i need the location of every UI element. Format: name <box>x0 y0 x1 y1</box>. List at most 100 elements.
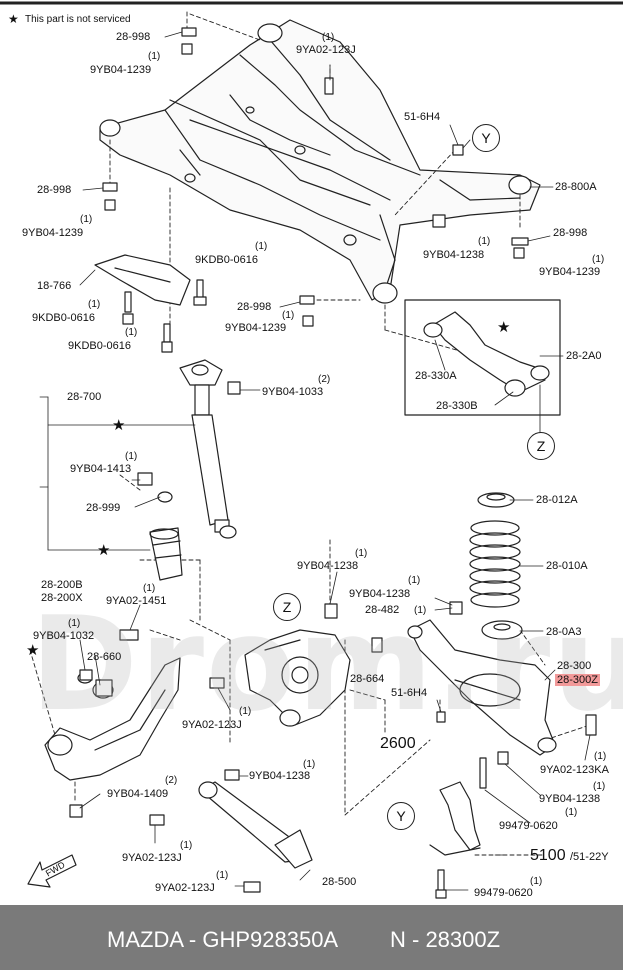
not-serviced-star-1: ★ <box>112 417 126 434</box>
label-9YB04-1032: 9YB04-1032 <box>33 630 95 642</box>
label-9KDB0-0616-c: 9KDB0-0616 <box>68 340 131 352</box>
qty-9YA02-123J-c: (1) <box>180 840 193 851</box>
qty-9YB04-1239-d: (1) <box>282 310 295 321</box>
bracket <box>94 254 191 306</box>
label-28-330B: 28-330B <box>436 400 478 412</box>
label-9YB04-1239-c: 9YB04-1239 <box>539 266 601 278</box>
label-28-300: 28-300 <box>557 660 592 672</box>
label-9KDB0-0616-b: 9KDB0-0616 <box>32 312 95 324</box>
exploded-parts-diagram <box>0 1 623 899</box>
label-18-766: 18-766 <box>37 280 72 292</box>
label-28-500: 28-500 <box>322 876 357 888</box>
qty-9YB04-1032: (1) <box>68 618 81 629</box>
callout-z-top: Z <box>527 432 555 460</box>
qty-9YB04-1413: (1) <box>125 451 138 462</box>
label-28-2A0: 28-2A0 <box>566 350 602 362</box>
label-99479-0620-b: 99479-0620 <box>474 887 533 899</box>
lateral-link <box>198 781 313 869</box>
label-9KDB0-0616-a: 9KDB0-0616 <box>195 254 258 266</box>
label-9YB04-1238-c: 9YB04-1238 <box>349 588 411 600</box>
not-serviced-star-2: ★ <box>97 542 111 559</box>
knuckle <box>244 629 351 727</box>
label-9YB04-1238-d: 9YB04-1238 <box>539 793 601 805</box>
label-9YA02-1451: 9YA02-1451 <box>106 595 167 607</box>
lower-arm <box>407 619 557 756</box>
label-9YA02-123J-a: 9YA02-123J <box>296 44 356 56</box>
label-9YB04-1238-b: 9YB04-1238 <box>297 560 359 572</box>
qty-9YB04-1238-b: (1) <box>355 548 368 559</box>
label-5100: 5100 <box>530 847 566 864</box>
label-28-0A3: 28-0A3 <box>546 626 582 638</box>
upper-arm <box>423 311 550 397</box>
label-2600: 2600 <box>380 735 416 752</box>
label-28-998-b: 28-998 <box>37 184 72 196</box>
label-9YB04-1239-b: 9YB04-1239 <box>22 227 84 239</box>
label-28-998-d: 28-998 <box>237 301 272 313</box>
label-28-999: 28-999 <box>86 502 121 514</box>
label-9YB04-1413: 9YB04-1413 <box>70 463 132 475</box>
label-28-012A: 28-012A <box>536 494 578 506</box>
label-51-6H4-top: 51-6H4 <box>404 111 441 123</box>
label-28-330A: 28-330A <box>415 370 457 382</box>
label-28-664: 28-664 <box>350 673 385 685</box>
callout-z-mid: Z <box>273 593 301 621</box>
qty-28-482: (1) <box>414 605 427 616</box>
not-serviced-star-3: ★ <box>497 319 511 336</box>
qty-9YA02-123KA: (1) <box>594 751 607 762</box>
qty-9KDB0-0616-b: (1) <box>88 299 101 310</box>
footer-part-number: MAZDA - GHP928350A <box>107 927 339 952</box>
qty-9YA02-123J-d: (1) <box>216 870 229 881</box>
label-28-800A: 28-800A <box>555 181 597 193</box>
label-28-482: 28-482 <box>365 604 400 616</box>
label-51-22Y: /51-22Y <box>570 851 609 863</box>
label-51-6H4-mid: 51-6H4 <box>391 687 428 699</box>
label-28-660: 28-660 <box>87 651 122 663</box>
label-28-700: 28-700 <box>67 391 102 403</box>
qty-9YB04-1239-a: (1) <box>148 51 161 62</box>
label-9YB04-1033: 9YB04-1033 <box>262 386 324 398</box>
label-9YB04-1409: 9YB04-1409 <box>107 788 169 800</box>
callout-y-bottom: Y <box>387 802 415 830</box>
qty-9YB04-1409: (2) <box>165 775 178 786</box>
label-9YA02-123KA: 9YA02-123KA <box>540 764 609 776</box>
label-28-200B: 28-200B <box>41 579 83 591</box>
qty-9YB04-1238-a: (1) <box>478 236 491 247</box>
footer-reference: N - 28300Z <box>390 927 501 952</box>
qty-9YA02-123J-b: (1) <box>239 706 252 717</box>
not-serviced-star-4: ★ <box>26 642 40 659</box>
label-9YB04-1238-a: 9YB04-1238 <box>423 249 485 261</box>
qty-9KDB0-0616-c: (1) <box>125 327 138 338</box>
label-9YB04-1239-d: 9YB04-1239 <box>225 322 287 334</box>
footer-bar: MAZDA - GHP928350A N - 28300Z <box>0 905 623 970</box>
qty-9YB04-1033: (2) <box>318 374 331 385</box>
qty-99479-0620-a: (1) <box>565 807 578 818</box>
label-28-998-c: 28-998 <box>553 227 588 239</box>
label-28-200X: 28-200X <box>41 592 83 604</box>
qty-9YB04-1238-c: (1) <box>408 575 421 586</box>
qty-9YB04-1239-b: (1) <box>80 214 93 225</box>
label-9YB04-1239-a: 9YB04-1239 <box>90 64 152 76</box>
label-9YB04-1238-e: 9YB04-1238 <box>249 770 311 782</box>
notice-star: ★ <box>8 12 19 26</box>
qty-99479-0620-b: (1) <box>530 876 543 887</box>
qty-9KDB0-0616-a: (1) <box>255 241 268 252</box>
qty-9YB04-1238-e: (1) <box>303 759 316 770</box>
qty-9YA02-1451: (1) <box>143 583 156 594</box>
label-28-010A: 28-010A <box>546 560 588 572</box>
shock-absorber <box>179 359 237 539</box>
label-9YA02-123J-c: 9YA02-123J <box>122 852 182 864</box>
label-28-998-a: 28-998 <box>116 31 151 43</box>
notice-text: This part is not serviced <box>25 14 131 25</box>
watermark: Drom.ru <box>30 588 623 740</box>
label-9YA02-123J-d: 9YA02-123J <box>155 882 215 894</box>
height-sensor <box>429 781 481 856</box>
label-28-300Z: 28-300Z <box>555 674 600 686</box>
qty-9YB04-1238-d: (1) <box>593 781 606 792</box>
fwd-arrow <box>27 854 77 888</box>
bump-stop <box>149 527 183 581</box>
label-9YA02-123J-b: 9YA02-123J <box>182 719 242 731</box>
qty-9YA02-123J-a: (1) <box>322 32 335 43</box>
coil-spring <box>469 492 523 640</box>
callout-y-top: Y <box>472 124 500 152</box>
